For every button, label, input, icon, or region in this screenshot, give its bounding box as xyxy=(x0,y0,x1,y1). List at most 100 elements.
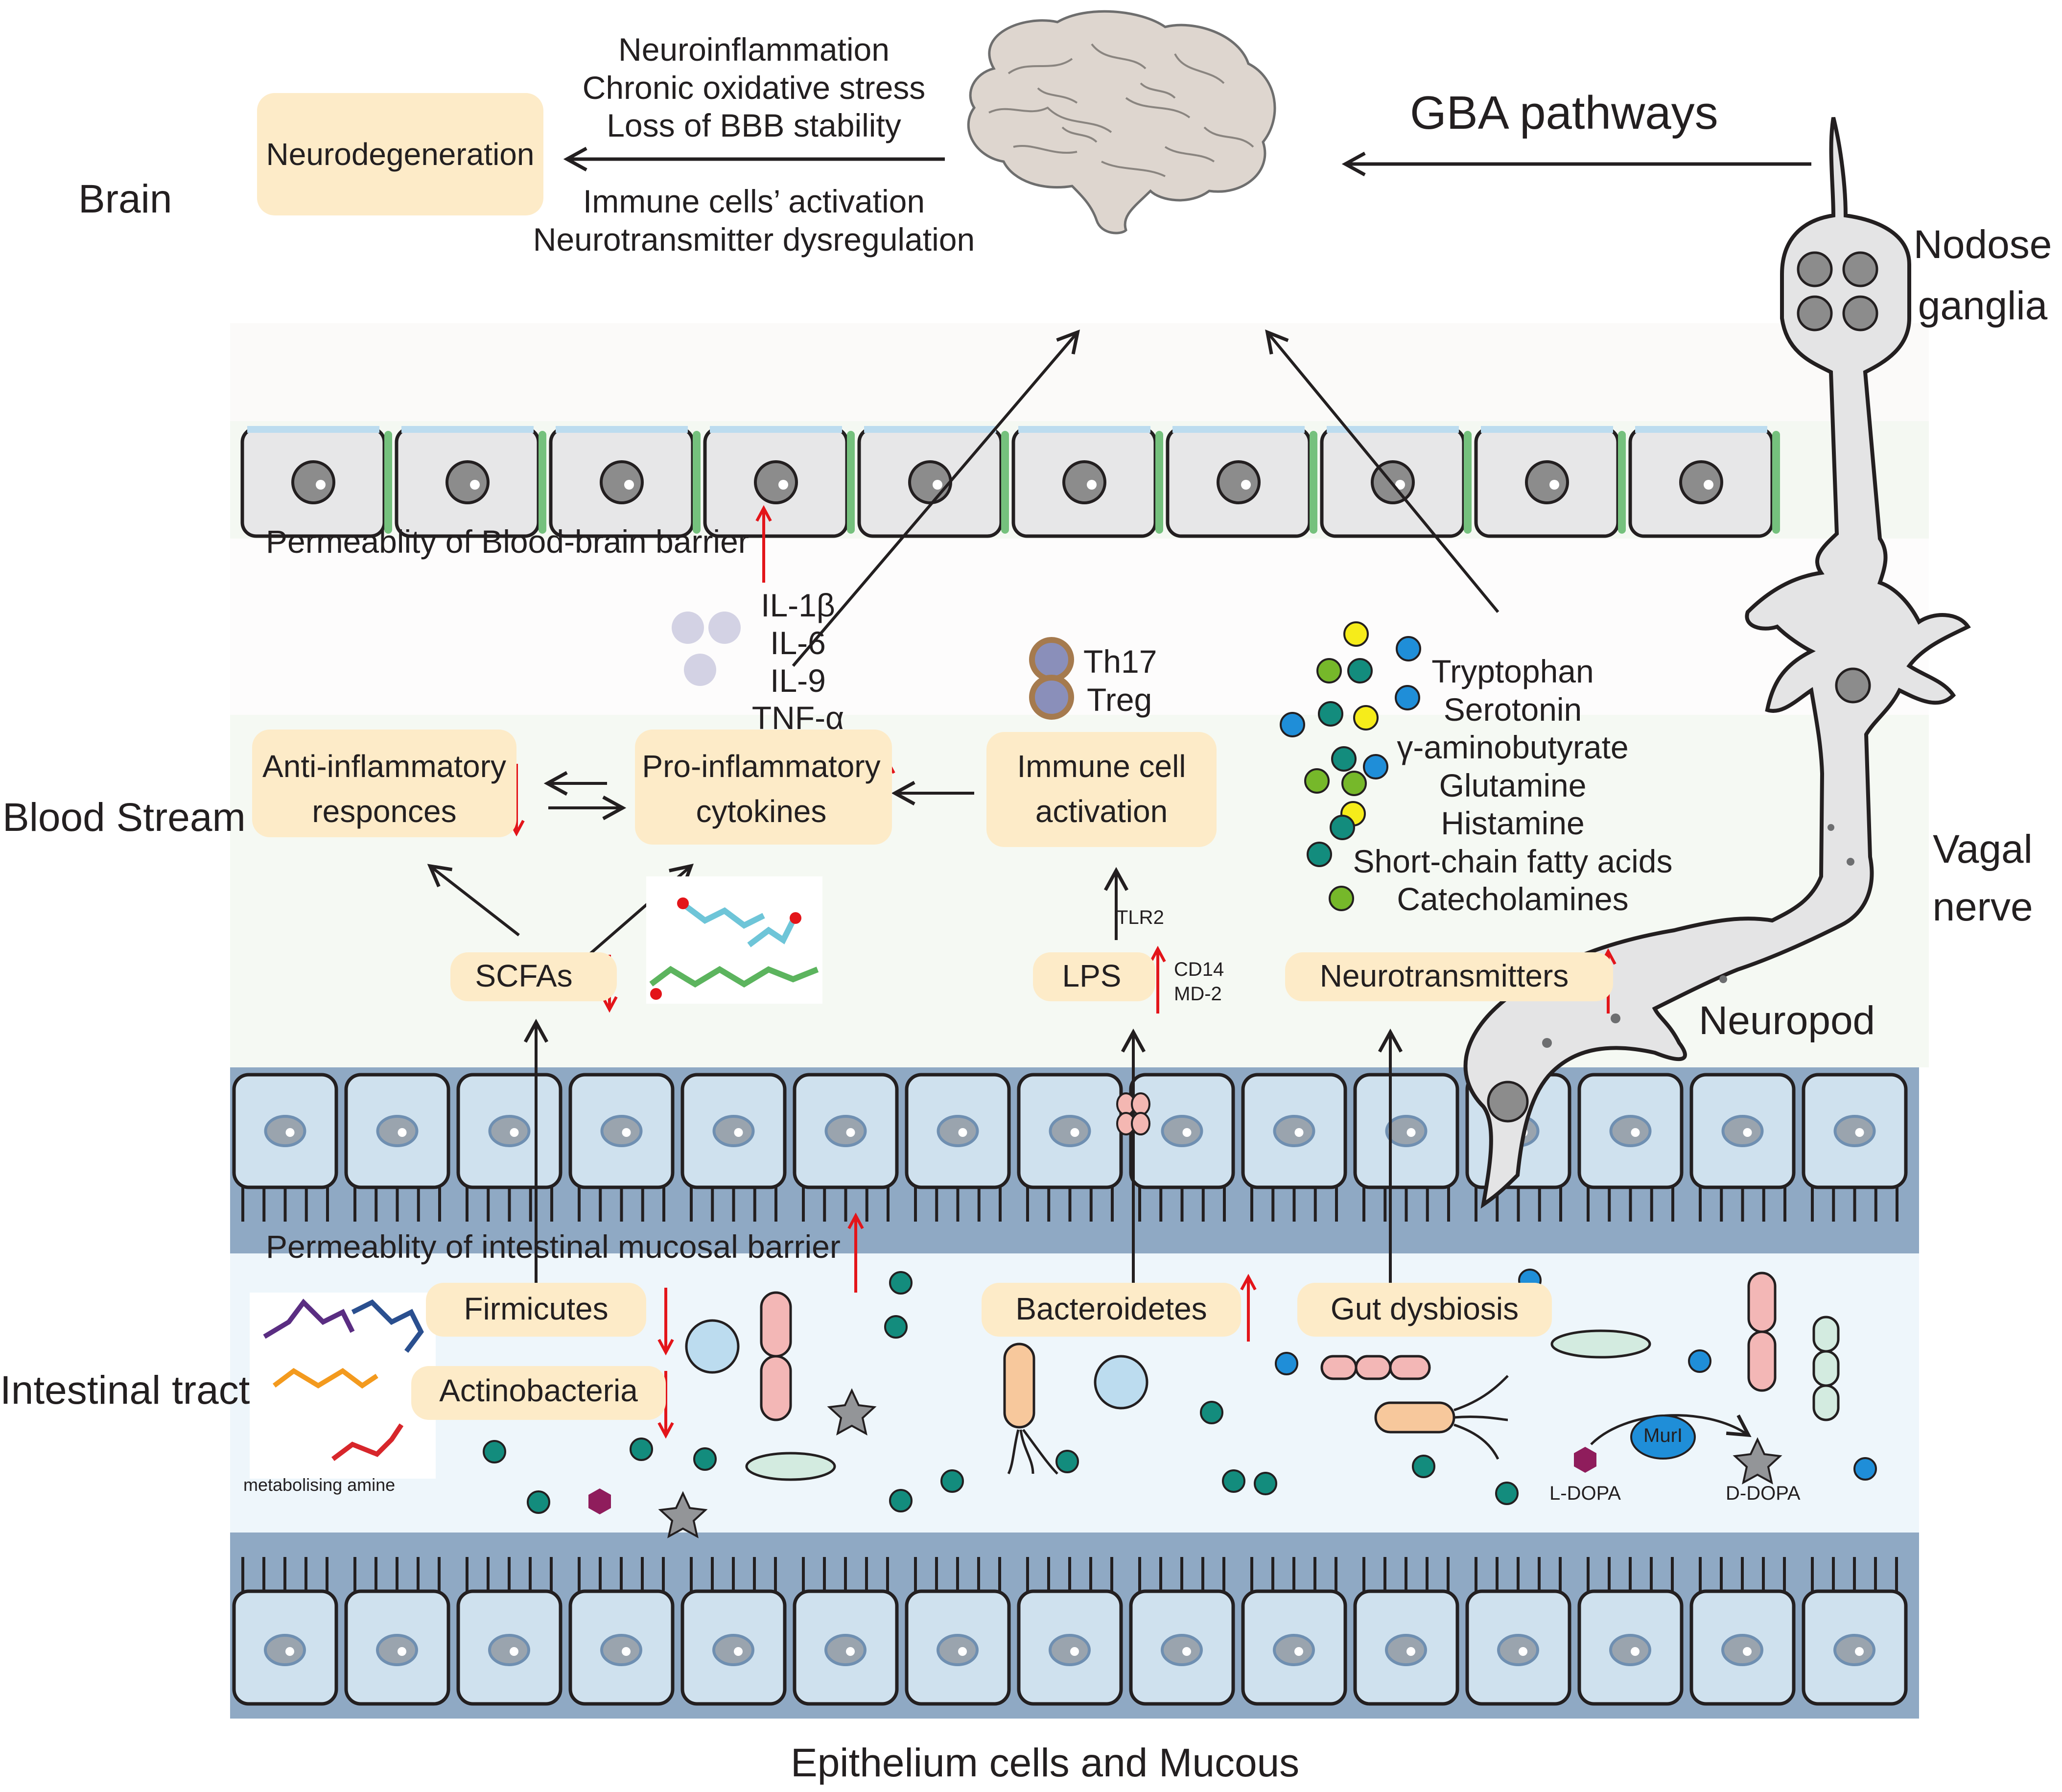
md2-label: MD-2 xyxy=(1174,983,1222,1005)
microvilli xyxy=(802,1187,890,1222)
metabolite-dot xyxy=(940,1469,964,1493)
arrow-cytokines-to-brain xyxy=(792,329,1080,667)
bbb-lumen-layer xyxy=(1018,426,1150,433)
epithelial-nucleus xyxy=(1721,1115,1764,1147)
effect-below-2: Neurotransmitter dysregulation xyxy=(533,221,975,258)
metabolite-dot xyxy=(889,1271,913,1295)
scfas-label: SCFAs xyxy=(475,958,573,993)
epithelial-nucleolus xyxy=(1855,1128,1864,1137)
region-brain: Brain xyxy=(78,177,172,221)
epithelial-nucleus xyxy=(1385,1634,1427,1666)
cytokine-il9: IL-9 xyxy=(770,662,826,699)
microvilli xyxy=(1026,1557,1113,1591)
neurotransmitter-dot xyxy=(1343,621,1369,647)
effect-above-1: Neuroinflammation xyxy=(618,31,890,68)
epithelial-nucleolus xyxy=(398,1128,407,1137)
bbb-nucleus xyxy=(1062,460,1106,504)
epithelial-nucleus xyxy=(488,1634,530,1666)
bbb-nucleus xyxy=(908,460,952,504)
neurotransmitter-dot xyxy=(1304,768,1330,794)
neurotransmitter-dot xyxy=(1331,746,1357,772)
microvilli xyxy=(1362,1557,1450,1591)
neurotransmitter-dot xyxy=(1330,815,1355,840)
neurotransmitters-box xyxy=(1285,952,1613,1001)
bbb-nucleolus xyxy=(1395,480,1405,490)
nt-histamine: Histamine xyxy=(1441,805,1585,841)
bbb-nucleolus xyxy=(316,480,326,490)
neurotransmitter-dot xyxy=(1395,685,1420,710)
bbb-nucleus xyxy=(600,460,644,504)
muri-enzyme-shape xyxy=(1630,1415,1696,1460)
epithelial-nucleolus xyxy=(285,1128,295,1137)
epithelial-nucleus xyxy=(824,1634,867,1666)
region-intestinal-tract: Intestinal tract xyxy=(0,1368,250,1413)
epithelial-nucleolus xyxy=(1070,1128,1079,1137)
effect-above-3: Loss of BBB stability xyxy=(607,107,901,143)
bbb-lumen-layer xyxy=(864,426,996,433)
tight-junction xyxy=(539,431,546,534)
tight-junction xyxy=(847,431,855,534)
anti-inflammatory-label-1: Anti-inflammatory xyxy=(262,749,506,784)
firmicutes-label: Firmicutes xyxy=(464,1291,609,1326)
metabolite-dot xyxy=(884,1315,908,1339)
epithelial-nucleolus xyxy=(846,1647,855,1656)
bbb-nucleolus xyxy=(1549,480,1559,490)
metabolite-dot xyxy=(527,1490,550,1514)
microvilli xyxy=(1475,1557,1562,1591)
epithelial-nucleus xyxy=(1833,1115,1876,1147)
bbb-lumen-layer xyxy=(556,426,688,433)
bbb-nucleus xyxy=(291,460,335,504)
epithelial-nucleus xyxy=(712,1115,755,1147)
bbb-lumen-layer xyxy=(401,426,534,433)
nt-glutamine: Glutamine xyxy=(1439,767,1587,803)
epithelial-nucleolus xyxy=(1743,1647,1752,1656)
epithelial-nucleolus xyxy=(1070,1647,1079,1656)
neurotransmitter-dot xyxy=(1318,701,1343,727)
bbb-lumen-layer xyxy=(1327,426,1459,433)
muri-label: MurI xyxy=(1643,1425,1683,1446)
microvilli xyxy=(1811,1557,1898,1591)
nt-scfa: Short-chain fatty acids xyxy=(1353,843,1673,879)
epithelial-nucleus xyxy=(824,1115,867,1147)
epithelial-nucleolus xyxy=(510,1128,519,1137)
epithelial-nucleus xyxy=(1833,1634,1875,1666)
epithelial-nucleus xyxy=(712,1634,754,1666)
tight-junction xyxy=(1464,431,1472,534)
actinobacteria-label: Actinobacteria xyxy=(439,1373,638,1408)
mucosal-permeability-label: Permeablity of intestinal mucosal barrie… xyxy=(266,1228,841,1265)
neurotransmitter-dot xyxy=(1353,705,1379,731)
region-epithelium-mucous: Epithelium cells and Mucous xyxy=(791,1741,1300,1785)
microvilli xyxy=(1699,1557,1786,1591)
l-dopa-label: L-DOPA xyxy=(1549,1483,1621,1504)
epithelial-nucleolus xyxy=(1855,1647,1864,1656)
nt-catecholamines: Catecholamines xyxy=(1397,881,1629,917)
lps-box xyxy=(1033,952,1155,1001)
nerve-nucleus xyxy=(1797,251,1833,287)
metabolite-dot xyxy=(1412,1455,1435,1478)
microvilli xyxy=(1475,1187,1562,1222)
epithelial-nucleolus xyxy=(1294,1128,1304,1137)
cytokine-il6: IL-6 xyxy=(770,625,826,661)
microvilli xyxy=(914,1187,1002,1222)
tight-junction xyxy=(1155,431,1163,534)
epithelial-nucleus xyxy=(937,1115,979,1147)
neurotransmitter-dot xyxy=(1280,712,1305,737)
microvilli xyxy=(914,1557,1001,1591)
neurotransmitters-label: Neurotransmitters xyxy=(1319,958,1569,993)
epithelial-nucleolus xyxy=(958,1128,967,1137)
epithelial-nucleus xyxy=(1721,1634,1763,1666)
microvilli xyxy=(1587,1557,1674,1591)
actinobacteria-box xyxy=(411,1366,666,1420)
neurotransmitter-dot xyxy=(1307,842,1332,867)
microvilli xyxy=(1362,1187,1450,1222)
microvilli xyxy=(1138,1187,1226,1222)
microvilli xyxy=(1250,1187,1338,1222)
tight-junction xyxy=(384,431,392,534)
neurodegeneration-box xyxy=(257,93,543,215)
microvilli xyxy=(353,1187,441,1222)
neurotransmitter-dot xyxy=(1396,636,1421,661)
bbb-permeability-label: Permeablity of Blood-brain barrier xyxy=(266,523,749,560)
metabolite-dot xyxy=(889,1489,913,1512)
th17-label: Th17 xyxy=(1083,643,1157,680)
epithelial-nucleus xyxy=(1385,1115,1428,1147)
